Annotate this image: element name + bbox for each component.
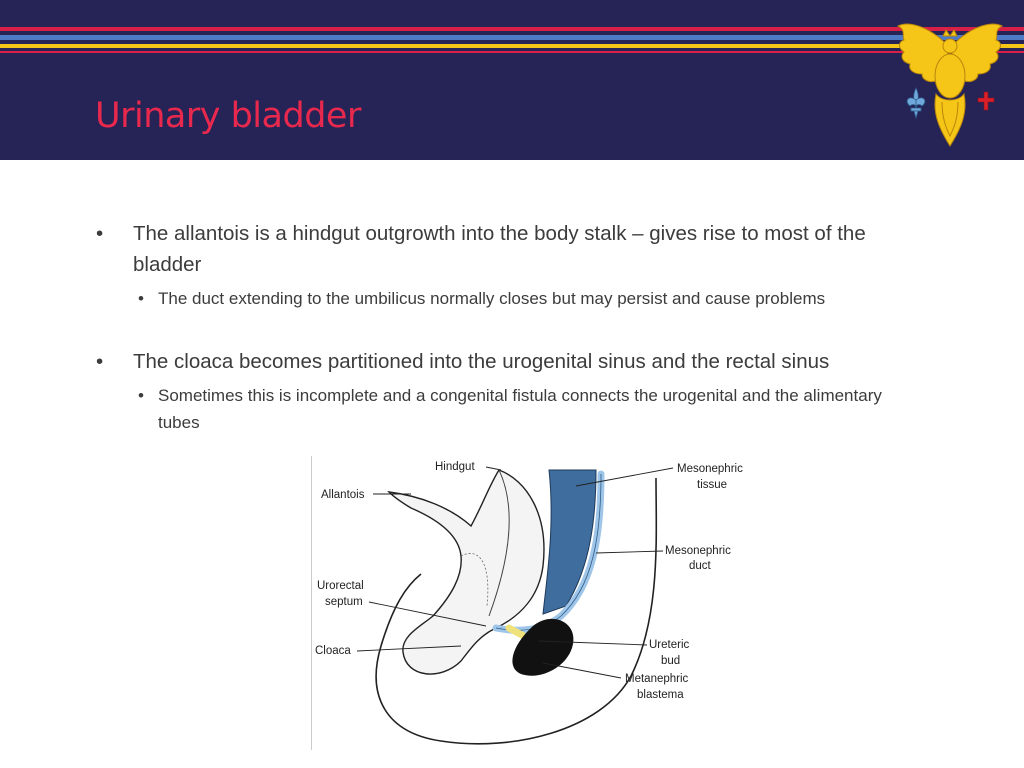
label-metanephric-2: blastema: [637, 689, 684, 701]
bullet-text: The allantois is a hindgut outgrowth int…: [133, 222, 866, 276]
urorectal-septum-line: [488, 469, 510, 617]
hindgut-tissue: [387, 469, 545, 675]
label-mesonephric-duct-2: duct: [689, 560, 712, 572]
sub-bullet-text: The duct extending to the umbilicus norm…: [158, 289, 826, 308]
bullet-marker: •: [96, 350, 104, 373]
phoenix-crest-icon: [896, 23, 1004, 147]
bullet-2: • The cloaca becomes partitioned into th…: [96, 346, 946, 377]
sub-bullet-text: Sometimes this is incomplete and a conge…: [158, 386, 882, 432]
stripe-blue: [0, 35, 1024, 40]
mesonephric-tissue: [542, 469, 597, 615]
bullet-text: The cloaca becomes partitioned into the …: [133, 350, 830, 373]
stripe-red-bottom: [0, 51, 1024, 53]
label-allantois: Allantois: [321, 489, 365, 501]
sub-bullet-1: • The duct extending to the umbilicus no…: [138, 285, 898, 312]
slide-header: Urinary bladder: [0, 0, 1024, 160]
label-urorectal-2: septum: [325, 596, 363, 608]
label-ureteric-bud-1: Ureteric: [649, 639, 690, 651]
label-mesonephric-tissue-1: Mesonephric: [677, 463, 743, 475]
stripe-red-top: [0, 27, 1024, 31]
label-hindgut: Hindgut: [435, 461, 475, 473]
sub-bullet-2: • Sometimes this is incomplete and a con…: [138, 382, 928, 436]
slide-title: Urinary bladder: [95, 96, 361, 136]
bullet-marker: •: [138, 289, 144, 308]
label-metanephric-1: Metanephric: [625, 673, 689, 685]
figure-background: [311, 456, 757, 750]
embryo-wall: [375, 477, 658, 745]
label-mesonephric-tissue-2: tissue: [697, 479, 727, 491]
label-ureteric-bud-2: bud: [661, 655, 680, 667]
cloaca-diagram: Hindgut Allantois Urorectal septum Cloac…: [311, 456, 757, 750]
label-urorectal-1: Urorectal: [317, 580, 364, 592]
metanephric-blastema: [512, 618, 574, 676]
bullet-1: • The allantois is a hindgut outgrowth i…: [96, 218, 926, 280]
label-mesonephric-duct-1: Mesonephric: [665, 545, 731, 557]
stripe-gold: [0, 44, 1024, 48]
label-cloaca: Cloaca: [315, 645, 351, 657]
bullet-marker: •: [96, 222, 104, 245]
bullet-marker: •: [138, 386, 144, 405]
